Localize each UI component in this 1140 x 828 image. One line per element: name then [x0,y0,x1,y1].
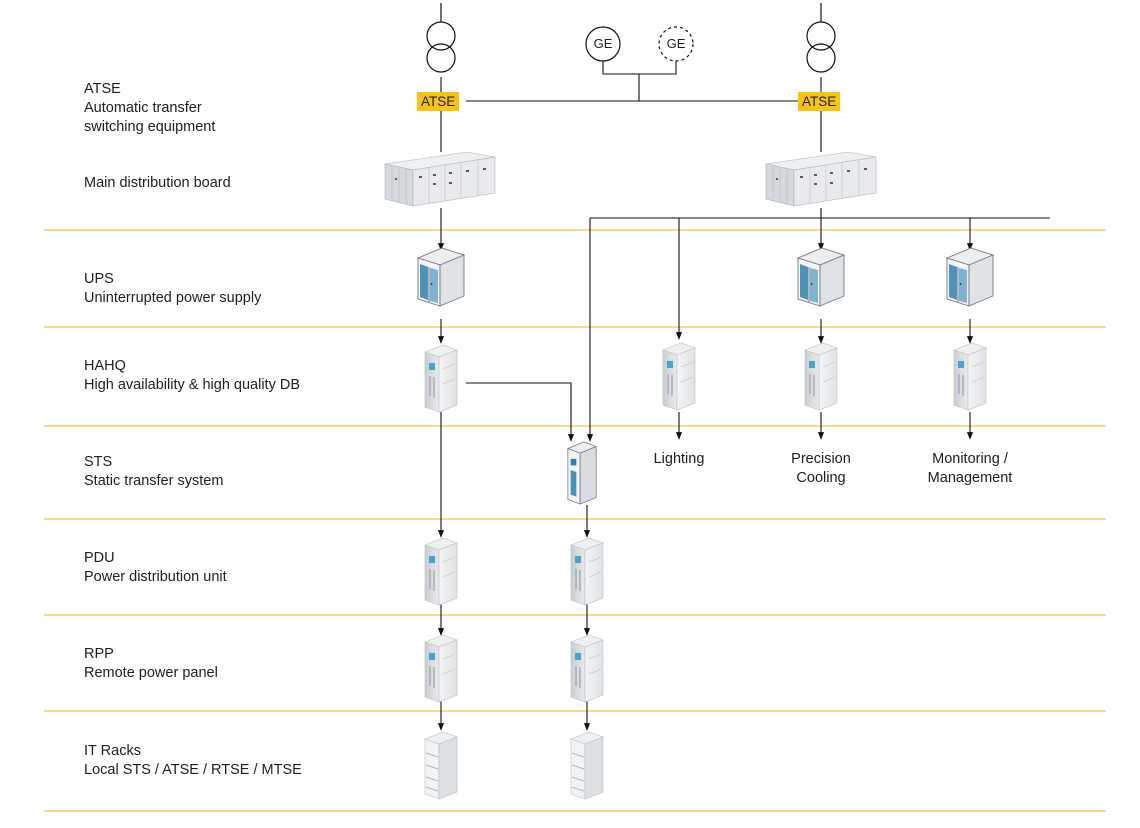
atse-badge-right: ATSE [798,92,841,111]
level-subtitle: Automatic transfer [84,100,202,116]
level-title: ATSE [84,81,121,97]
load-text: Monitoring / [932,451,1008,467]
level-label-sts: STS Static transfer system [84,453,223,491]
level-label-pdu: PDU Power distribution unit [84,549,227,587]
distribution-cabinet-icon [953,342,987,411]
server-rack-icon [570,731,604,800]
distribution-cabinet-icon [424,344,458,413]
distribution-cabinet-icon [804,342,838,411]
generator-label: GE [593,36,613,51]
load-label-lighting: Lighting [639,450,719,469]
load-text: Cooling [796,470,846,486]
load-text: Precision [791,451,851,467]
ups-cabinet-icon [417,247,465,307]
level-title: PDU [84,550,115,566]
ups-cabinet-icon [946,247,994,307]
level-subtitle: Uninterrupted power supply [84,290,262,306]
level-label-it-racks: IT Racks Local STS / ATSE / RTSE / MTSE [84,742,302,780]
level-subtitle: Local STS / ATSE / RTSE / MTSE [84,762,302,778]
generator-backup-label: GE [666,36,686,51]
atse-badge-left: ATSE [417,92,460,111]
distribution-cabinet-icon [662,342,696,411]
load-label-cooling: Precision Cooling [776,450,866,488]
connections [437,56,1050,731]
transformer-icon [806,3,836,73]
level-subtitle: Remote power panel [84,665,218,681]
pdu-cabinet-icon [570,537,604,606]
switchboard-icon [384,151,496,207]
sts-unit-icon [567,441,597,505]
generator-backup-icon [658,26,694,62]
transformer-icon [426,3,456,73]
level-title: HAHQ [84,358,126,374]
switchboard-icon [765,151,877,207]
level-label-ups: UPS Uninterrupted power supply [84,270,261,308]
server-rack-icon [424,731,458,800]
level-subtitle: Static transfer system [84,473,224,489]
ups-cabinet-icon [797,247,845,307]
load-text: Management [927,470,1013,486]
level-label-atse: ATSE Automatic transfer switching equipm… [84,80,215,137]
level-label-rpp: RPP Remote power panel [84,645,218,683]
pdu-cabinet-icon [424,537,458,606]
rpp-cabinet-icon [424,634,458,703]
load-text: Lighting [653,451,705,467]
level-title: UPS [84,271,114,287]
level-title: RPP [84,646,114,662]
level-label-hahq: HAHQ High availability & high quality DB [84,357,300,395]
load-label-monitoring: Monitoring / Management [915,450,1025,488]
level-subtitle: Power distribution unit [84,569,227,585]
level-subtitle: High availability & high quality DB [84,377,300,393]
rpp-cabinet-icon [570,634,604,703]
level-title: IT Racks [84,743,141,759]
level-subtitle: switching equipment [84,119,216,135]
level-label-mdb: Main distribution board [84,174,231,193]
level-title: Main distribution board [84,175,231,191]
level-title: STS [84,454,113,470]
level-dividers [44,229,1106,812]
generator-icon [585,26,621,62]
